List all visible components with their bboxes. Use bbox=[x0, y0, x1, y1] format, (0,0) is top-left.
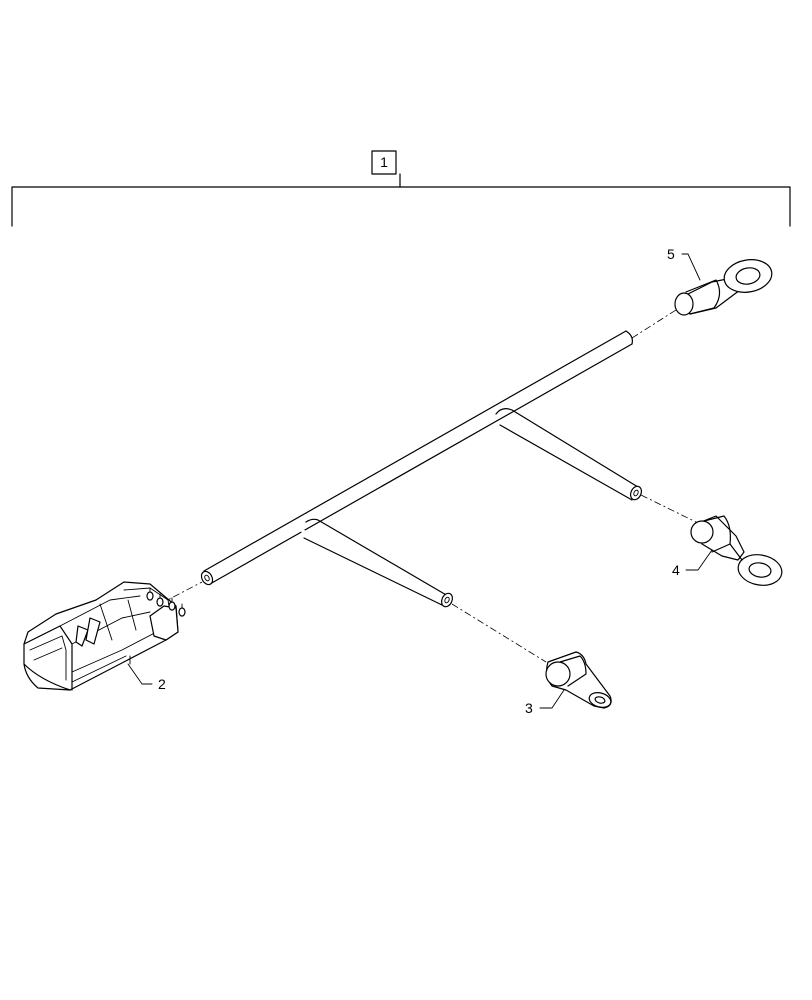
callout-3: 3 bbox=[525, 700, 533, 716]
ring-terminal-5 bbox=[674, 259, 773, 316]
leader-lines bbox=[127, 253, 713, 709]
connector-2 bbox=[23, 581, 186, 691]
main-trunk-cable bbox=[200, 330, 633, 586]
branch-cable-upper bbox=[495, 408, 643, 501]
callout-1: 1 bbox=[380, 154, 388, 170]
branch-cable-lower bbox=[300, 518, 454, 608]
callout-4: 4 bbox=[672, 562, 680, 578]
callout-5: 5 bbox=[667, 246, 675, 262]
callout-2: 2 bbox=[158, 676, 166, 692]
ring-terminal-3 bbox=[545, 651, 612, 709]
assembly-bracket: 1 bbox=[11, 150, 791, 227]
ring-terminal-4 bbox=[690, 515, 783, 586]
centerlines bbox=[159, 309, 701, 663]
